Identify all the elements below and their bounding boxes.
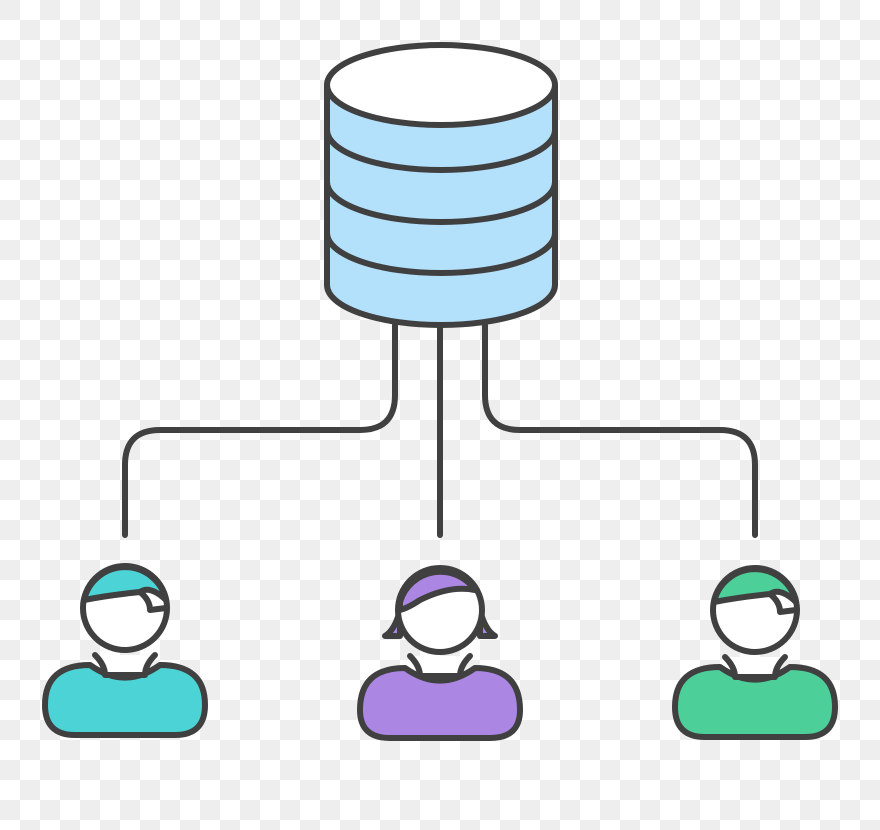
connector-left bbox=[122, 322, 398, 538]
connector-right bbox=[482, 322, 758, 538]
user-1-icon bbox=[42, 563, 208, 738]
user-3-icon bbox=[672, 565, 838, 740]
user-2-icon bbox=[357, 565, 523, 741]
database-icon bbox=[324, 42, 558, 328]
